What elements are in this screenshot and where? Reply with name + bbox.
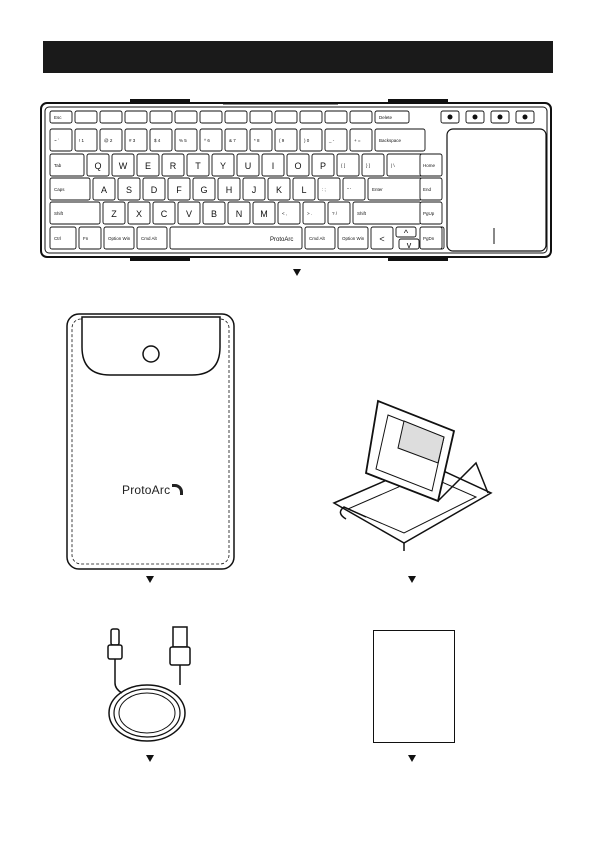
stand-illustration <box>326 393 498 555</box>
key-label: G <box>200 185 207 195</box>
item-marker-usb-cable <box>146 755 154 762</box>
key-label: P <box>320 161 326 171</box>
key-label: > . <box>307 211 312 216</box>
key-label: End <box>423 187 432 192</box>
key-label: E <box>145 161 151 171</box>
pouch-brand-logo: ProtoArc <box>122 483 183 497</box>
key <box>175 111 197 123</box>
key-label: ) 0 <box>304 138 310 143</box>
key-label: Esc <box>54 115 62 120</box>
pouch-illustration <box>66 313 236 571</box>
key-label: & 7 <box>229 138 236 143</box>
key-label: v <box>407 240 412 250</box>
key-label: R <box>170 161 177 171</box>
key <box>250 111 272 123</box>
item-marker-stand <box>408 576 416 583</box>
key-icon <box>473 115 478 120</box>
key-label: ( 9 <box>279 138 285 143</box>
key-label: ^ 6 <box>204 138 210 143</box>
key-label: ? / <box>332 211 338 216</box>
section-header-bar <box>43 41 553 73</box>
key-label: ! 1 <box>79 138 85 143</box>
key-label: PgDn <box>423 236 435 241</box>
key-label: Option Win <box>342 236 365 241</box>
key-icon <box>498 115 503 120</box>
key <box>225 111 247 123</box>
key-label: J <box>252 185 257 195</box>
keyboard-illustration: Esc Delete ~ ` ! 1 @ 2 # 3 $ 4 % 5 ^ 6 & 7 * 8 ( 9)… <box>38 98 556 262</box>
key-label: V <box>186 209 192 219</box>
key-label: W <box>119 161 128 171</box>
key-label: Shift <box>357 211 367 216</box>
manual-illustration <box>373 630 455 743</box>
key-label: N <box>236 209 243 219</box>
key <box>200 111 222 123</box>
key-label: Z <box>111 209 117 219</box>
key-label: B <box>211 209 217 219</box>
item-marker-keyboard <box>293 269 301 276</box>
key-label: O <box>294 161 301 171</box>
item-marker-pouch <box>146 576 154 583</box>
key-label: + = <box>354 138 361 143</box>
key-label: M <box>260 209 268 219</box>
key-label: T <box>195 161 201 171</box>
key-label: I <box>272 161 275 171</box>
key <box>325 111 347 123</box>
key <box>275 111 297 123</box>
key-label: $ 4 <box>154 138 161 143</box>
key-label: Option Win <box>108 236 131 241</box>
key-label: U <box>245 161 252 171</box>
key-label: Caps <box>54 187 65 192</box>
key-label: } ] <box>366 163 370 168</box>
key-label: Enter <box>372 187 383 192</box>
key-label: Q <box>94 161 101 171</box>
key-icon <box>523 115 528 120</box>
key-label: Fn <box>83 236 89 241</box>
key-label: Y <box>220 161 226 171</box>
key-label: Shift <box>54 211 64 216</box>
key-label: % 5 <box>179 138 187 143</box>
key-label: C <box>161 209 168 219</box>
key-label: * 8 <box>254 138 260 143</box>
usb-cable-illustration <box>100 625 200 750</box>
key-label: F <box>176 185 182 195</box>
touchpad <box>447 129 546 251</box>
key-label: X <box>136 209 142 219</box>
key-label: K <box>276 185 282 195</box>
key <box>350 111 372 123</box>
key <box>100 111 122 123</box>
key-label: A <box>101 185 107 195</box>
key <box>300 111 322 123</box>
key-label: S <box>126 185 132 195</box>
key-label: Backspace <box>379 138 402 143</box>
key-label: H <box>226 185 233 195</box>
key-label: Home <box>423 163 436 168</box>
key-label: < , <box>282 211 287 216</box>
key-label: # 3 <box>129 138 136 143</box>
key-label: < <box>379 234 384 244</box>
key-label: @ 2 <box>104 138 113 143</box>
key-label: D <box>151 185 158 195</box>
key-label: " ' <box>347 187 351 192</box>
key-icon <box>448 115 453 120</box>
keyboard-brand-logo: ProtoArc <box>270 237 293 243</box>
key-label: Delete <box>379 115 393 120</box>
key-label: L <box>301 185 306 195</box>
key-label: _ - <box>328 138 335 143</box>
key <box>125 111 147 123</box>
key-label: Cmd Alt <box>309 236 326 241</box>
key-label: Cmd Alt <box>141 236 158 241</box>
item-marker-manual <box>408 755 416 762</box>
key-label: ~ ` <box>54 138 60 143</box>
key <box>150 111 172 123</box>
key-label: : ; <box>322 187 326 192</box>
key <box>75 111 97 123</box>
key-label: PgUp <box>423 211 435 216</box>
key-label: Ctrl <box>54 236 61 241</box>
key-label: Tab <box>54 163 62 168</box>
